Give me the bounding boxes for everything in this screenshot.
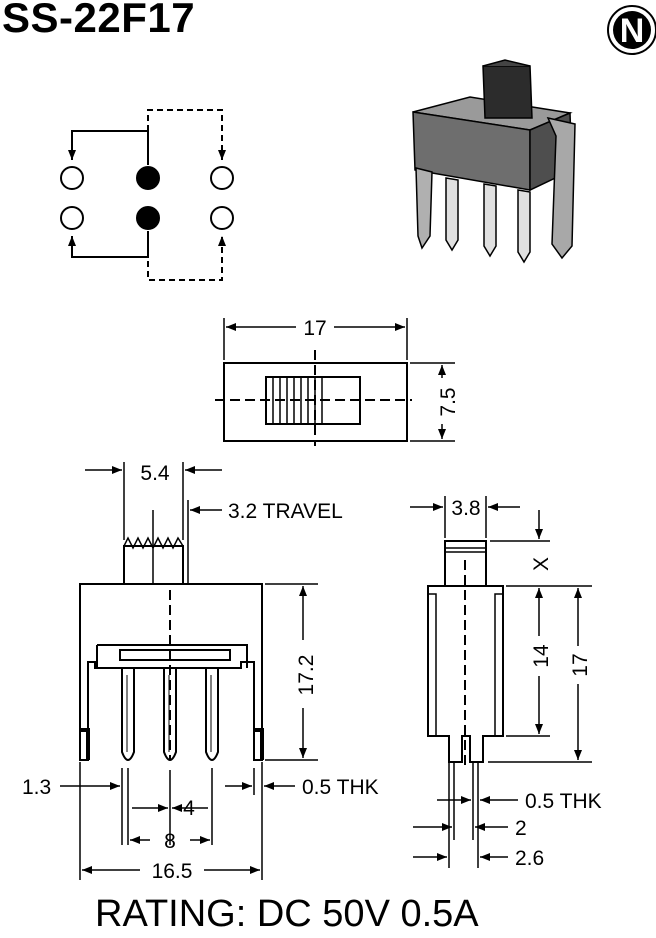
part-number-title: SS-22F17 [2, 0, 196, 41]
contact-circle-common [136, 166, 160, 190]
rating-text: RATING: DC 50V 0.5A [95, 893, 479, 935]
actuator-height-label: X [530, 557, 553, 571]
side-body [427, 585, 504, 763]
switch-circuit-schematic [60, 109, 234, 281]
side-pin-width-label: 2 [515, 817, 527, 840]
terminal-pin [205, 668, 219, 761]
contact-circle-open [210, 166, 234, 190]
side-view [410, 496, 592, 868]
front-height-label: 17.2 [295, 655, 318, 696]
pitch-label: 4 [183, 797, 195, 820]
contact-circle-open [60, 166, 84, 190]
brand-logo: N [607, 5, 656, 55]
contact-circle-open [60, 206, 84, 230]
pin-offset-label: 1.3 [22, 776, 51, 799]
top-height-label: 7.5 [437, 387, 460, 416]
front-actuator-width-label: 5.4 [140, 462, 170, 485]
travel-label: 3.2 TRAVEL [228, 500, 343, 523]
contact-circle-common [136, 206, 160, 230]
side-actuator-width-label: 3.8 [451, 497, 480, 520]
side-body-height-label: 14 [530, 644, 553, 668]
top-view [215, 318, 455, 446]
contact-circle-open [210, 206, 234, 230]
front-base-plate [119, 649, 231, 661]
front-thickness-label: 0.5 THK [302, 776, 379, 799]
logo-letter: N [620, 12, 645, 50]
side-thickness-label: 0.5 THK [525, 790, 602, 813]
front-view [60, 462, 318, 880]
side-overall-height-label: 17 [569, 653, 592, 676]
product-illustration [412, 59, 576, 264]
front-inner-wall [96, 644, 248, 668]
terminal-pin [121, 668, 135, 761]
pin-span-label: 8 [164, 830, 176, 853]
side-pin-spacing-label: 2.6 [515, 847, 544, 870]
top-width-label: 17 [303, 317, 326, 340]
overall-width-label: 16.5 [152, 860, 193, 883]
